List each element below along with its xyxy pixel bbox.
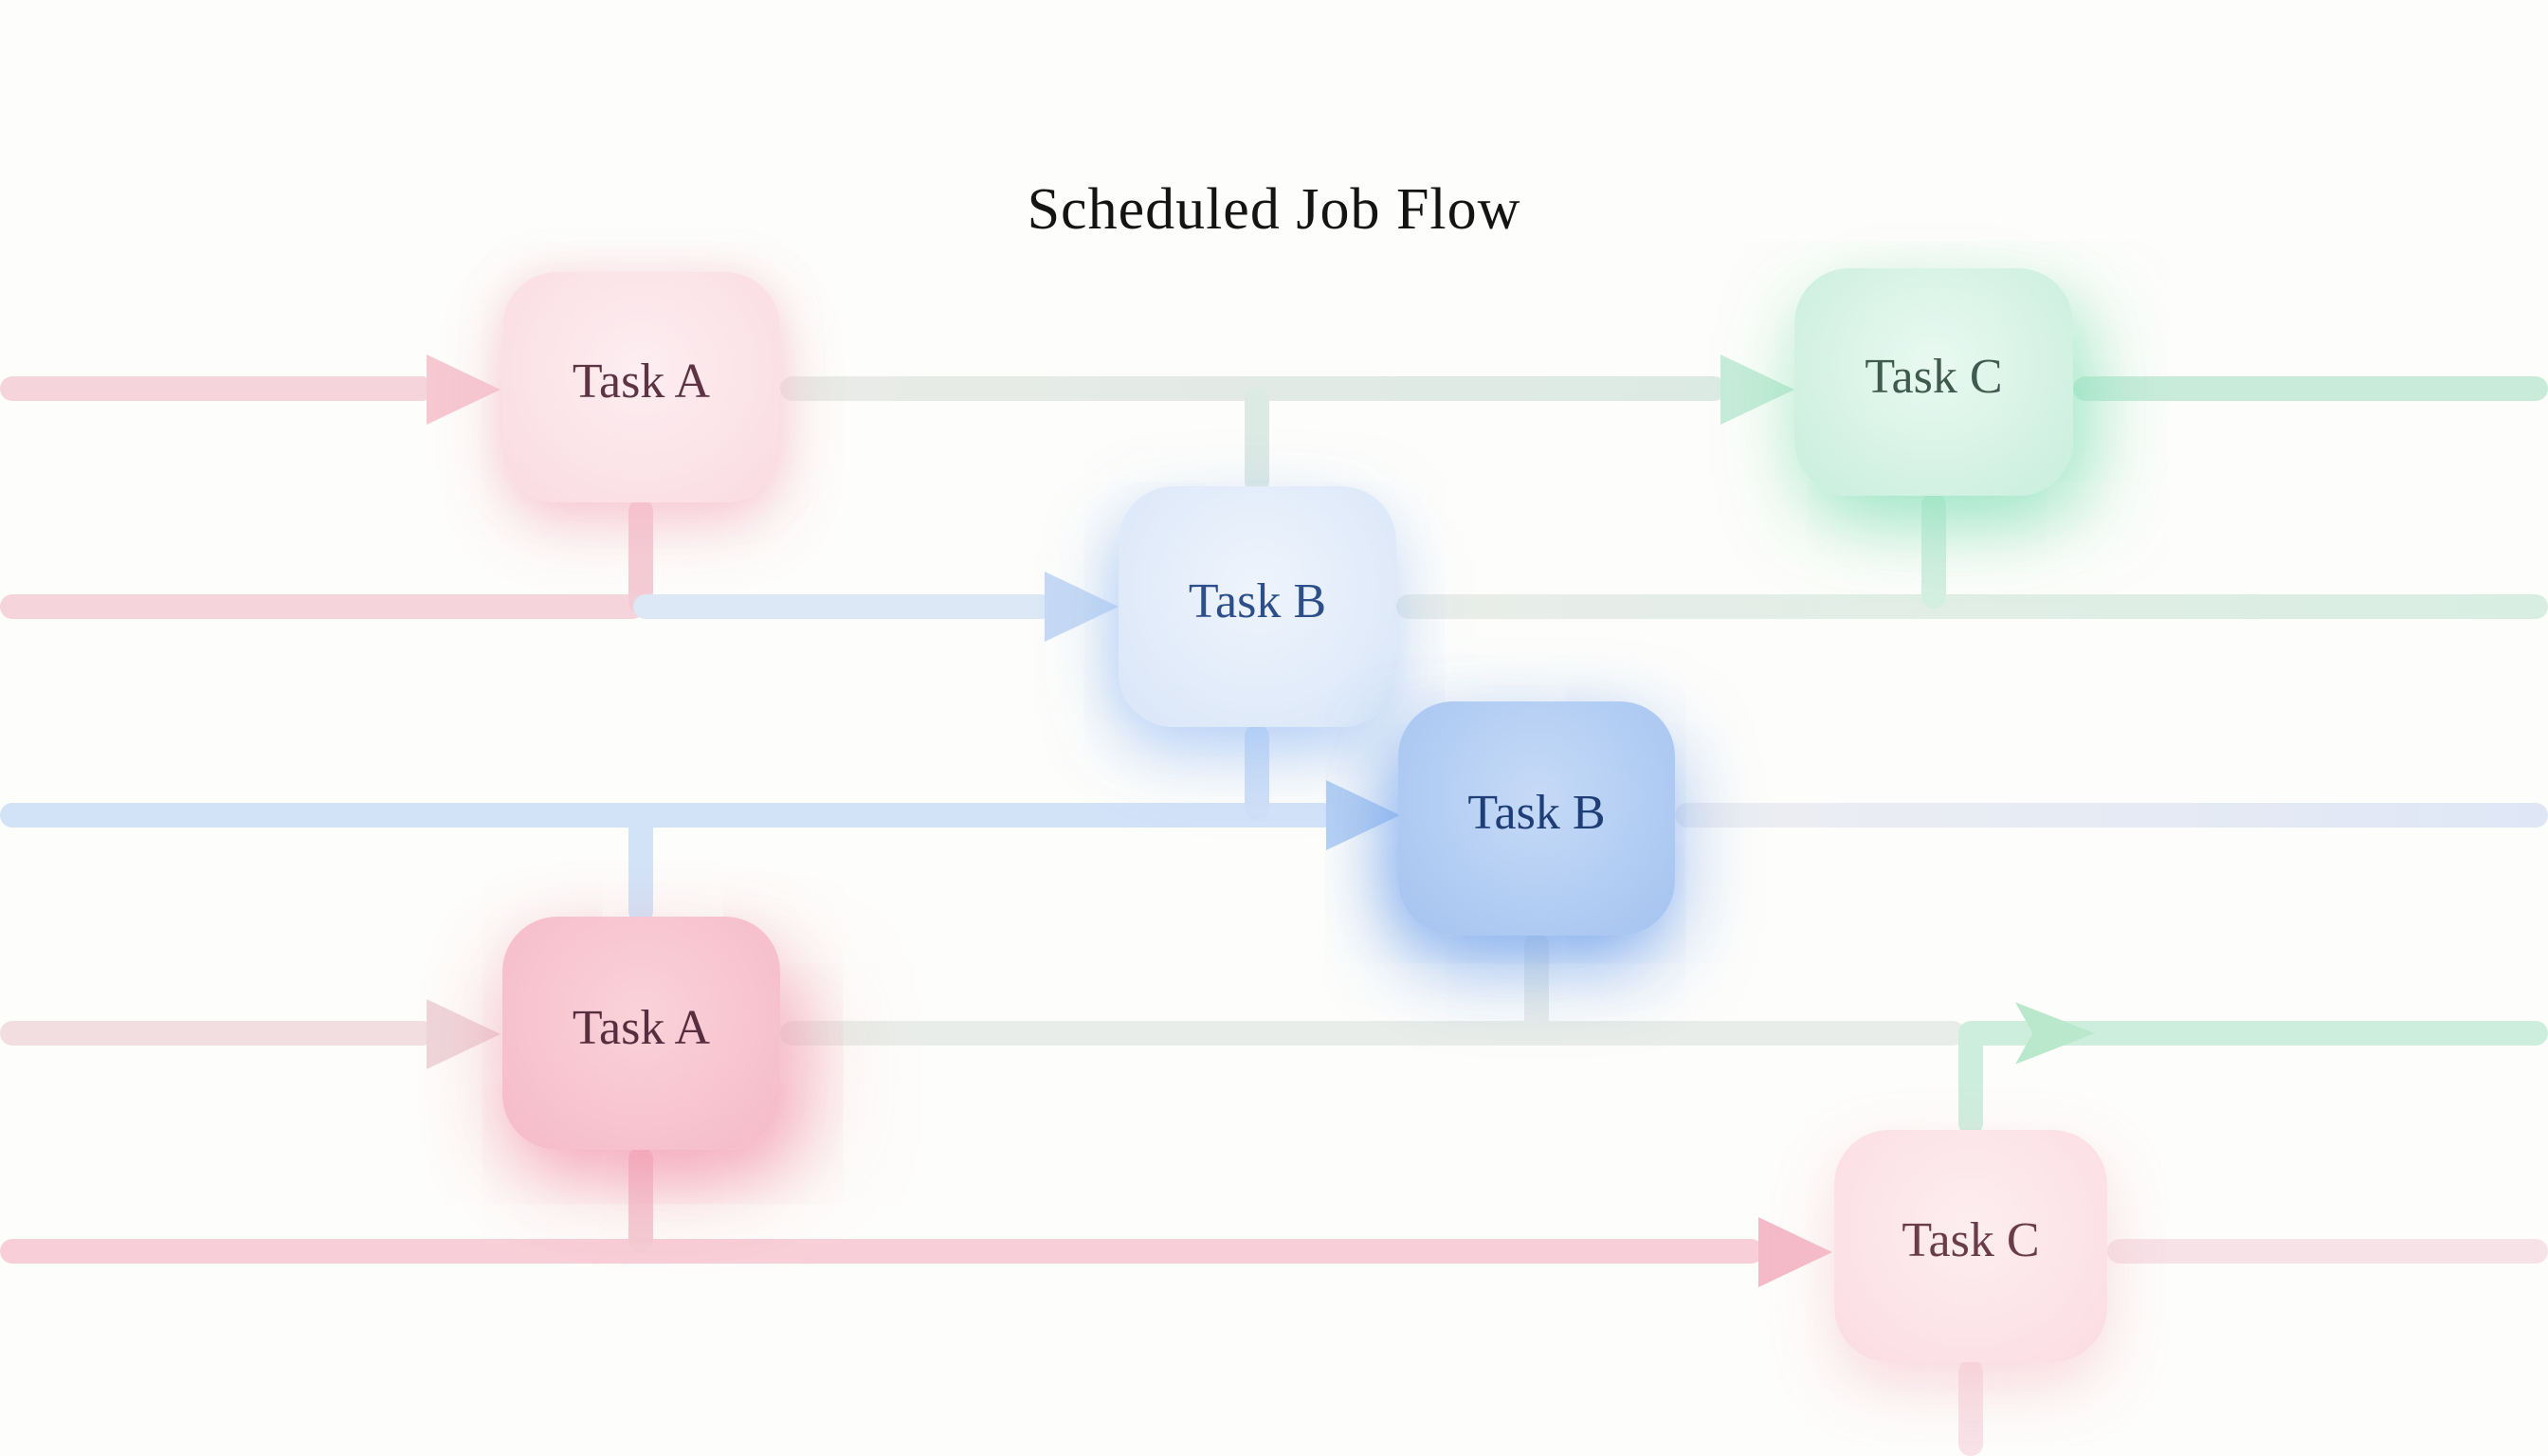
arrowhead-into-task-b-lower [1326,780,1400,850]
node-task-b-lower-label: Task B [1467,786,1606,840]
edge-task-b-lower-out-right [1675,803,2548,828]
edge-start-to-task-c-bottom [0,1239,1763,1264]
branch-task-b-upper-down [1245,724,1269,821]
arrowhead-into-task-c-top [1720,355,1794,425]
edge-start-to-task-a-top [0,376,434,401]
node-task-c-top: Task C [1794,268,2073,496]
branch-task-b-lower-down [1524,933,1549,1035]
edge-start-to-task-b-lower [0,803,1335,828]
edge-to-task-b-upper [633,594,1054,619]
arrowhead-into-task-a-bottom [427,999,500,1069]
edge-task-b-upper-out-right [1396,594,2548,619]
arrowhead-into-task-c-bottom [1758,1217,1832,1287]
elbow-task-c-bottom-up [1958,1029,1983,1136]
edge-task-c-bottom-out-right [2107,1239,2548,1264]
node-task-c-top-label: Task C [1865,349,2003,404]
node-task-a-bottom-label: Task A [572,1000,711,1055]
node-task-a-top: Task A [502,272,780,502]
edge-task-c-top-out-right [2073,376,2548,401]
branch-task-c-top-down [1921,493,1946,609]
node-task-a-bottom: Task A [502,917,780,1150]
branch-task-a-bottom-down [628,1147,653,1253]
arrowhead-into-task-b-upper [1045,572,1119,642]
arrowhead-into-task-a-top [427,355,500,425]
edge-start-row2 [0,594,645,619]
diagram-title: Scheduled Job Flow [1027,177,1521,242]
node-task-b-lower: Task B [1398,701,1675,936]
node-task-c-bottom-label: Task C [1902,1213,2040,1267]
branch-down-to-task-b-upper [1245,387,1269,493]
node-task-b-upper-label: Task B [1188,573,1327,628]
branch-task-c-bottom-down [1958,1359,1983,1456]
branch-down-to-task-a-bottom [628,811,653,923]
edge-start-to-task-a-bottom [0,1021,434,1046]
edge-task-a-bottom-out-right [780,1021,1965,1046]
node-task-c-bottom: Task C [1834,1130,2107,1362]
node-task-a-top-label: Task A [572,355,711,409]
node-task-b-upper: Task B [1119,486,1396,727]
